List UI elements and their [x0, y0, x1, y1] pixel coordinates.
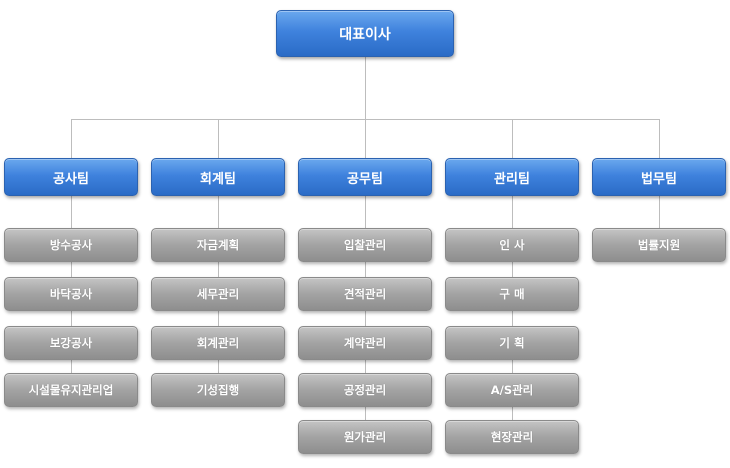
- connector-line: [218, 119, 219, 158]
- item-node: 견적관리: [298, 277, 432, 311]
- connector-line: [512, 119, 513, 158]
- item-node: 보강공사: [4, 326, 138, 360]
- connector-line: [71, 119, 72, 158]
- connector-line: [365, 57, 366, 119]
- connector-line: [659, 119, 660, 158]
- team-node: 관리팀: [445, 158, 579, 196]
- item-node: 방수공사: [4, 228, 138, 262]
- item-node: A/S관리: [445, 373, 579, 407]
- connector-line: [365, 119, 366, 158]
- connector-line: [71, 119, 660, 120]
- item-node: 현장관리: [445, 420, 579, 454]
- item-node: 공정관리: [298, 373, 432, 407]
- team-node: 공사팀: [4, 158, 138, 196]
- team-node: 공무팀: [298, 158, 432, 196]
- item-node: 기성집행: [151, 373, 285, 407]
- item-node: 바닥공사: [4, 277, 138, 311]
- item-node: 자금계획: [151, 228, 285, 262]
- connector-line: [659, 196, 660, 229]
- item-node: 계약관리: [298, 326, 432, 360]
- team-node: 법무팀: [592, 158, 726, 196]
- team-node: 회계팀: [151, 158, 285, 196]
- item-node: 세무관리: [151, 277, 285, 311]
- item-node: 기 획: [445, 326, 579, 360]
- item-node: 원가관리: [298, 420, 432, 454]
- item-node: 인 사: [445, 228, 579, 262]
- item-node: 시설물유지관리업: [4, 373, 138, 407]
- item-node: 구 매: [445, 277, 579, 311]
- item-node: 회계관리: [151, 326, 285, 360]
- item-node: 입찰관리: [298, 228, 432, 262]
- item-node: 법률지원: [592, 228, 726, 262]
- root-node: 대표이사: [276, 10, 454, 57]
